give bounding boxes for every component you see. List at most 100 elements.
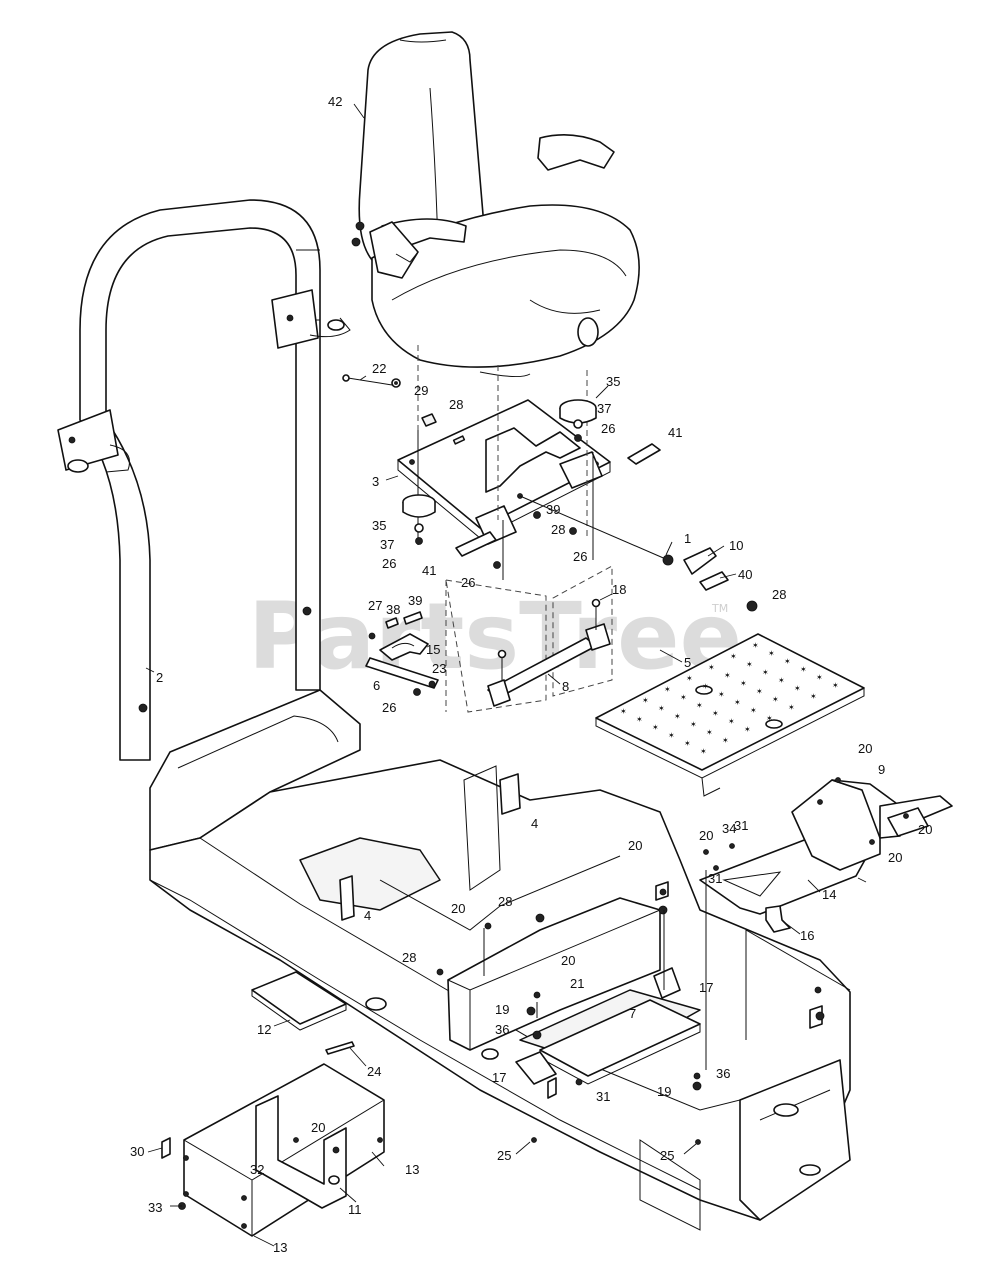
perforation-mark: ✶	[664, 685, 671, 694]
roll-bar	[57, 199, 351, 761]
callout-23: 23	[432, 661, 446, 676]
callout-2: 2	[156, 670, 163, 685]
perforation-mark: ✶	[690, 720, 697, 729]
callout-15: 15	[426, 642, 440, 657]
perforation-mark: ✶	[680, 693, 687, 702]
callout-14: 14	[822, 887, 836, 902]
callout-31: 31	[708, 871, 722, 886]
callout-35: 35	[372, 518, 386, 533]
perforation-mark: ✶	[668, 731, 675, 740]
callout-12: 12	[257, 1022, 271, 1037]
callout-20: 20	[561, 953, 575, 968]
callout-3: 3	[372, 474, 379, 489]
perforation-mark: ✶	[686, 674, 693, 683]
callout-34: 34	[722, 821, 736, 836]
bracket-7	[436, 888, 825, 1145]
callout-27: 27	[368, 598, 382, 613]
perforation-mark: ✶	[712, 709, 719, 718]
perforation-mark: ✶	[744, 725, 751, 734]
callout-7: 7	[629, 1006, 636, 1021]
perforation-mark: ✶	[816, 673, 823, 682]
perforation-mark: ✶	[700, 747, 707, 756]
perforation-mark: ✶	[810, 692, 817, 701]
perforation-mark: ✶	[784, 657, 791, 666]
callout-28: 28	[551, 522, 565, 537]
floor-plate-holes: ✶✶✶✶✶✶✶✶✶✶✶✶✶✶✶✶✶✶✶✶✶✶✶✶✶✶✶✶✶✶✶✶✶✶✶✶✶✶✶✶…	[620, 641, 839, 756]
perforation-mark: ✶	[750, 706, 757, 715]
perforation-mark: ✶	[718, 690, 725, 699]
perforation-mark: ✶	[728, 717, 735, 726]
callout-16: 16	[800, 928, 814, 943]
callout-19: 19	[657, 1084, 671, 1099]
callout-38: 38	[386, 602, 400, 617]
callout-39: 39	[408, 593, 422, 608]
callout-29: 29	[414, 383, 428, 398]
bracket-8	[487, 598, 611, 707]
callout-22: 22	[372, 361, 386, 376]
callout-35: 35	[606, 374, 620, 389]
footrest-assembly	[699, 777, 953, 933]
callout-10: 10	[729, 538, 743, 553]
perforation-mark: ✶	[794, 684, 801, 693]
callout-20: 20	[888, 850, 902, 865]
perforation-mark: ✶	[674, 712, 681, 721]
callout-26: 26	[601, 421, 615, 436]
seat-hardware	[342, 374, 758, 612]
callout-26: 26	[461, 575, 475, 590]
perforation-mark: ✶	[768, 649, 775, 658]
callout-30: 30	[130, 1144, 144, 1159]
shift-bracket-group	[365, 611, 439, 696]
perforation-mark: ✶	[696, 701, 703, 710]
callout-31: 31	[596, 1089, 610, 1104]
perforation-mark: ✶	[642, 696, 649, 705]
perforation-mark: ✶	[722, 736, 729, 745]
callout-28: 28	[772, 587, 786, 602]
callout-4: 4	[531, 816, 538, 831]
callout-24: 24	[367, 1064, 381, 1079]
callout-labels: 42 22 29 28 35 37 26 41 3 35 39 28 37 26…	[130, 94, 932, 1255]
callout-28: 28	[449, 397, 463, 412]
callout-13: 13	[405, 1162, 419, 1177]
callout-20: 20	[311, 1120, 325, 1135]
perforation-mark: ✶	[772, 695, 779, 704]
callout-28: 28	[402, 950, 416, 965]
callout-21: 21	[570, 976, 584, 991]
watermark: PartsTree	[248, 583, 742, 690]
callout-18: 18	[612, 582, 626, 597]
callout-26: 26	[382, 556, 396, 571]
perforation-mark: ✶	[740, 679, 747, 688]
perforation-mark: ✶	[684, 739, 691, 748]
perforation-mark: ✶	[708, 663, 715, 672]
perforation-mark: ✶	[800, 665, 807, 674]
perforation-mark: ✶	[752, 641, 759, 650]
perforation-mark: ✶	[620, 707, 627, 716]
callout-25: 25	[497, 1148, 511, 1163]
floor-plate: ✶✶✶✶✶✶✶✶✶✶✶✶✶✶✶✶✶✶✶✶✶✶✶✶✶✶✶✶✶✶✶✶✶✶✶✶✶✶✶✶…	[595, 633, 865, 797]
callout-17: 17	[699, 980, 713, 995]
callout-20: 20	[451, 901, 465, 916]
callout-13: 13	[273, 1240, 287, 1255]
perforation-mark: ✶	[636, 715, 643, 724]
callout-33: 33	[148, 1200, 162, 1215]
callout-9: 9	[878, 762, 885, 777]
callout-1: 1	[684, 531, 691, 546]
battery-box	[161, 1063, 385, 1237]
perforation-mark: ✶	[788, 703, 795, 712]
callout-25: 25	[660, 1148, 674, 1163]
perforation-mark: ✶	[658, 704, 665, 713]
callout-42: 42	[328, 94, 342, 109]
perforation-mark: ✶	[766, 714, 773, 723]
perforation-mark: ✶	[762, 668, 769, 677]
watermark-trademark: TM	[711, 602, 728, 615]
callout-4: 4	[364, 908, 371, 923]
callout-41: 41	[668, 425, 682, 440]
callout-8: 8	[562, 679, 569, 694]
callout-37: 37	[597, 401, 611, 416]
callout-20: 20	[628, 838, 642, 853]
callout-20: 20	[918, 822, 932, 837]
callout-26: 26	[382, 700, 396, 715]
perforation-mark: ✶	[756, 687, 763, 696]
callout-36: 36	[495, 1022, 509, 1037]
